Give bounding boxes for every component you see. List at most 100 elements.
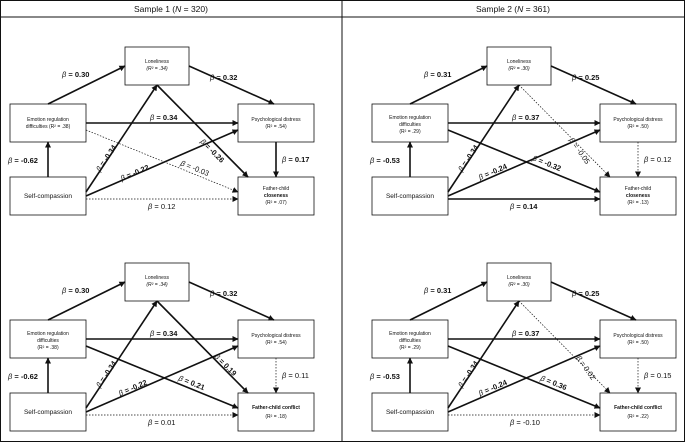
label-sc-lon: β = -0.34	[94, 143, 119, 174]
label-erd-pd: β = 0.34	[149, 113, 178, 122]
path-erd-lon	[409, 281, 488, 321]
svg-text:(R² = .34): (R² = .34)	[146, 66, 168, 72]
svg-text:Self-compassion: Self-compassion	[24, 409, 72, 416]
svg-text:Emotion regulation: Emotion regulation	[27, 331, 69, 337]
box-loneliness: Loneliness (R² = .30)	[486, 262, 552, 302]
path-lon-pd	[550, 65, 637, 105]
label-lon-pd: β = 0.32	[209, 73, 237, 82]
svg-text:Psychological distress: Psychological distress	[613, 117, 663, 123]
path-erd-out	[447, 345, 601, 409]
svg-text:(R² = .54): (R² = .54)	[265, 124, 287, 130]
svg-text:Father-child: Father-child	[263, 186, 290, 192]
label-sc-lon: β = -0.34	[456, 143, 481, 174]
svg-text:(R² = .22): (R² = .22)	[627, 414, 649, 420]
svg-text:closeness: closeness	[264, 193, 288, 199]
label-sc-erd: β = -0.62	[7, 156, 38, 165]
svg-text:Loneliness: Loneliness	[507, 275, 531, 281]
path-sc-lon	[447, 300, 520, 409]
box-loneliness: Loneliness (R² = .34)	[124, 262, 190, 302]
svg-text:(R² = .18): (R² = .18)	[265, 414, 287, 420]
svg-text:Self-compassion: Self-compassion	[386, 193, 434, 200]
path-sc-pd	[85, 129, 239, 197]
panel-s2-closeness: Loneliness (R² = .30) Emotion regulation…	[369, 46, 677, 216]
path-erd-lon	[47, 65, 126, 105]
label-lon-pd: β = 0.32	[209, 289, 237, 298]
label-sc-out: β = -0.10	[509, 418, 540, 427]
label-sc-lon: β = -0.34	[456, 359, 481, 390]
svg-text:Loneliness: Loneliness	[145, 59, 169, 65]
panel-s2-conflict: Loneliness (R² = .30) Emotion regulation…	[369, 262, 677, 432]
path-erd-lon	[409, 65, 488, 105]
box-psychological-distress: Psychological distress (R² = .54)	[237, 103, 315, 143]
header-sample-2: Sample 2 (N = 361)	[476, 4, 550, 14]
label-sc-pd: β = -0.22	[118, 163, 150, 183]
header-sample-1: Sample 1 (N = 320)	[134, 4, 208, 14]
label-erd-out: β = -0.03	[178, 158, 210, 178]
box-emotion-regulation: Emotion regulation difficulties (R² = .3…	[9, 103, 87, 143]
svg-text:Psychological distress: Psychological distress	[251, 333, 301, 339]
label-pd-out: β = 0.12	[643, 155, 671, 164]
path-erd-lon	[47, 281, 126, 321]
box-psychological-distress: Psychological distress (R² = .50)	[599, 319, 677, 359]
svg-text:Father-child conflict: Father-child conflict	[252, 405, 300, 411]
label-pd-out: β = 0.11	[281, 371, 309, 380]
svg-text:difficulties (R² = .38): difficulties (R² = .38)	[26, 124, 71, 130]
panel-s1-closeness: Loneliness (R² = .34) Emotion regulation…	[7, 46, 315, 216]
path-lon-pd	[188, 281, 275, 321]
svg-text:(R² = .29): (R² = .29)	[399, 345, 421, 351]
svg-text:Self-compassion: Self-compassion	[24, 193, 72, 200]
label-lon-out: β = 0.02	[574, 353, 598, 381]
label-lon-pd: β = 0.25	[571, 73, 599, 82]
svg-text:Psychological distress: Psychological distress	[613, 333, 663, 339]
box-father-child-outcome: Father-child closeness (R² = .07)	[237, 176, 315, 216]
box-emotion-regulation: Emotion regulation difficulties (R² = .3…	[9, 319, 87, 359]
label-sc-out: β = 0.14	[509, 202, 538, 211]
svg-text:closeness: closeness	[626, 193, 650, 199]
label-erd-lon: β = 0.30	[61, 70, 89, 79]
box-self-compassion: Self-compassion	[371, 392, 449, 432]
svg-text:Emotion regulation: Emotion regulation	[389, 115, 431, 121]
box-self-compassion: Self-compassion	[9, 176, 87, 216]
label-erd-pd: β = 0.34	[149, 329, 178, 338]
path-lon-out	[156, 300, 249, 394]
svg-text:Father-child conflict: Father-child conflict	[614, 405, 662, 411]
label-sc-out: β = 0.01	[147, 418, 175, 427]
label-sc-erd: β = -0.53	[369, 156, 400, 165]
label-lon-out: β = 0.19	[212, 351, 238, 377]
box-father-child-outcome: Father-child conflict (R² = .22)	[599, 392, 677, 432]
svg-text:(R² = .34): (R² = .34)	[146, 282, 168, 288]
svg-text:Self-compassion: Self-compassion	[386, 409, 434, 416]
label-sc-lon: β = -0.34	[94, 359, 119, 390]
box-self-compassion: Self-compassion	[9, 392, 87, 432]
svg-text:difficulties: difficulties	[399, 338, 421, 344]
path-lon-pd	[188, 65, 275, 105]
svg-text:Emotion regulation: Emotion regulation	[389, 331, 431, 337]
label-erd-lon: β = 0.31	[423, 286, 451, 295]
svg-text:Loneliness: Loneliness	[507, 59, 531, 65]
label-erd-lon: β = 0.31	[423, 70, 451, 79]
label-sc-pd: β = -0.22	[116, 378, 148, 398]
path-erd-out	[447, 129, 601, 193]
svg-text:(R² = .30): (R² = .30)	[508, 282, 530, 288]
path-erd-out	[85, 129, 239, 193]
svg-text:(R² = .50): (R² = .50)	[627, 124, 649, 130]
path-lon-out	[156, 84, 249, 178]
path-lon-out	[518, 84, 611, 178]
svg-text:(R² = .13): (R² = .13)	[627, 200, 649, 206]
box-father-child-outcome: Father-child conflict (R² = .18)	[237, 392, 315, 432]
label-pd-out: β = 0.17	[281, 155, 309, 164]
svg-text:difficulties: difficulties	[399, 122, 421, 128]
path-sc-lon	[85, 300, 158, 409]
box-emotion-regulation: Emotion regulation difficulties (R² = .2…	[371, 319, 449, 359]
box-loneliness: Loneliness (R² = .34)	[124, 46, 190, 86]
label-erd-pd: β = 0.37	[511, 113, 539, 122]
label-pd-out: β = 0.15	[643, 371, 671, 380]
svg-text:(R² = .07): (R² = .07)	[265, 200, 287, 206]
svg-text:Psychological distress: Psychological distress	[251, 117, 301, 123]
svg-text:(R² = .50): (R² = .50)	[627, 340, 649, 346]
label-erd-lon: β = 0.30	[61, 286, 89, 295]
label-sc-erd: β = -0.62	[7, 372, 38, 381]
panel-s1-conflict: Loneliness (R² = .34) Emotion regulation…	[7, 262, 315, 432]
box-father-child-outcome: Father-child closeness (R² = .13)	[599, 176, 677, 216]
label-erd-pd: β = 0.37	[511, 329, 539, 338]
